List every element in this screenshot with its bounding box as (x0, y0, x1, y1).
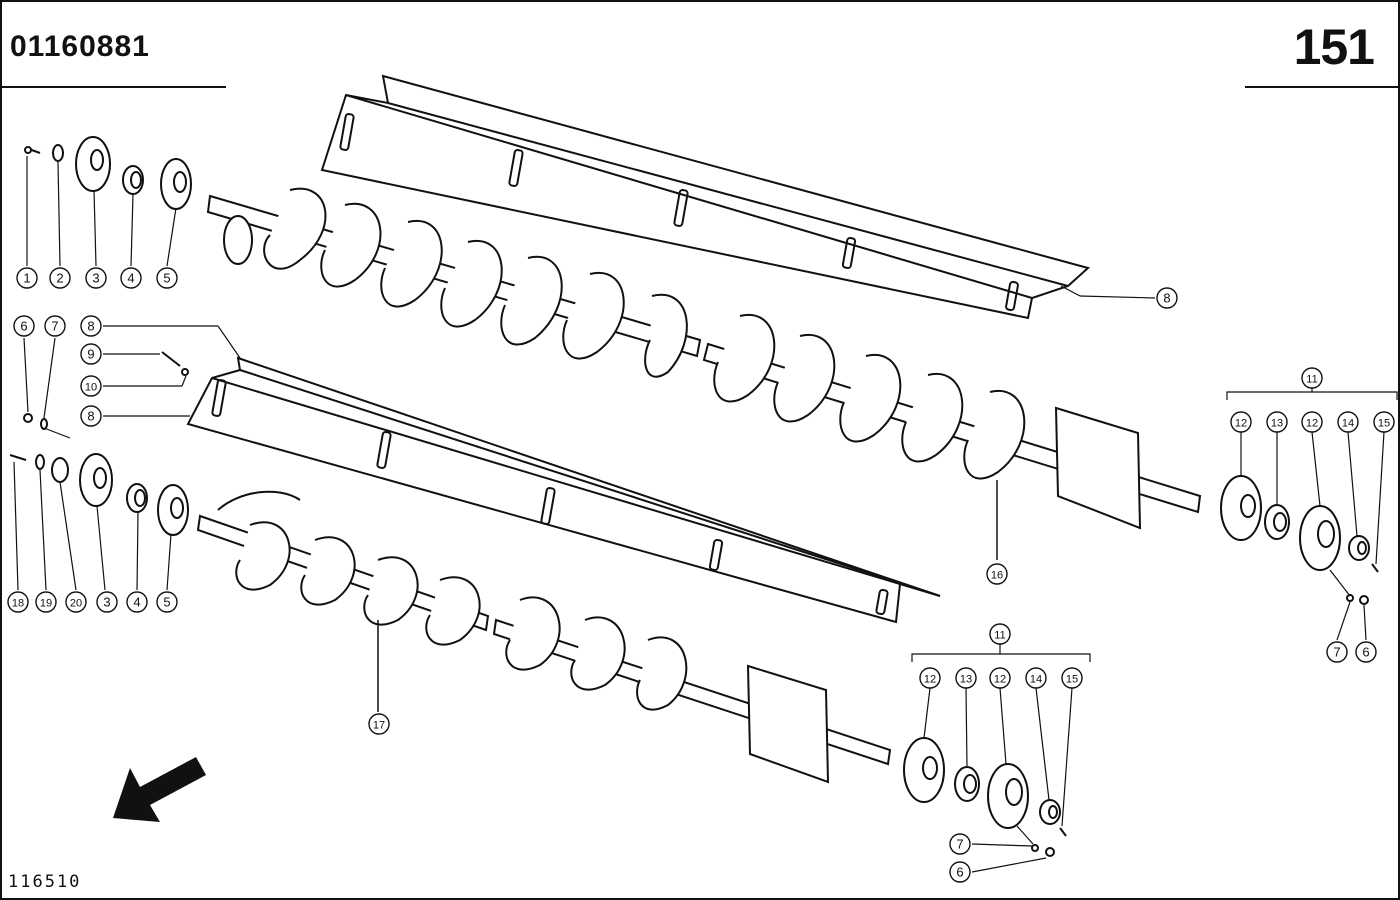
callout-7: 7 (1326, 641, 1348, 663)
callout-13: 13 (1266, 411, 1288, 433)
callout-number: 10 (85, 382, 97, 394)
callout-15: 15 (1373, 411, 1395, 433)
callout-8: 8 (1156, 287, 1178, 309)
top-left-parts (24, 136, 192, 210)
callout-5: 5 (156, 591, 178, 613)
callout-number: 15 (1378, 418, 1390, 430)
callout-17: 17 (368, 713, 390, 735)
callout-number: 5 (163, 271, 170, 286)
callout-number: 8 (1163, 291, 1170, 306)
callout-number: 6 (20, 319, 27, 334)
callout-3: 3 (96, 591, 118, 613)
callout-12: 12 (919, 667, 941, 689)
part-number: 01160881 (10, 30, 150, 63)
callout-13: 13 (955, 667, 977, 689)
callout-7: 7 (44, 315, 66, 337)
drawing-id: 116510 (8, 872, 82, 892)
callout-number: 18 (12, 598, 24, 610)
callout-number: 3 (92, 271, 99, 286)
callout-14: 14 (1337, 411, 1359, 433)
callout-number: 1 (23, 271, 30, 286)
callout-12: 12 (1230, 411, 1252, 433)
callout-number: 12 (1235, 418, 1247, 430)
callout-number: 8 (87, 409, 94, 424)
callout-8: 8 (80, 315, 102, 337)
callout-number: 5 (163, 595, 170, 610)
upper-auger (206, 187, 1202, 560)
callout-number: 13 (1271, 418, 1283, 430)
callout-7: 7 (949, 833, 971, 855)
leader-lines (13, 156, 1398, 873)
callout-number: 11 (994, 630, 1005, 642)
callout-number: 6 (1362, 645, 1369, 660)
callout-20: 20 (65, 591, 87, 613)
callout-12: 12 (989, 667, 1011, 689)
callout-9: 9 (80, 343, 102, 365)
callout-number: 14 (1030, 674, 1042, 686)
callout-number: 16 (991, 570, 1003, 582)
lower-auger (196, 490, 892, 784)
callout-number: 11 (1306, 374, 1317, 386)
callout-5: 5 (156, 267, 178, 289)
mid-left-parts (9, 351, 189, 536)
callout-1: 1 (16, 267, 38, 289)
callout-number: 8 (87, 319, 94, 334)
lower-trough-cover (186, 356, 941, 624)
callout-number: 4 (133, 595, 140, 610)
callout-number: 20 (70, 598, 82, 610)
callout-number: 13 (960, 674, 972, 686)
callout-18: 18 (7, 591, 29, 613)
callout-number: 9 (87, 347, 94, 362)
callout-number: 12 (994, 674, 1006, 686)
bottom-bearing-parts (903, 737, 1067, 857)
callout-number: 7 (956, 837, 963, 852)
arrow-down-left-icon (113, 757, 206, 822)
callout-6: 6 (949, 861, 971, 883)
callout-number: 7 (1333, 645, 1340, 660)
callout-11: 11 (1301, 367, 1323, 389)
callout-11: 11 (989, 623, 1011, 645)
callout-3: 3 (85, 267, 107, 289)
callout-number: 15 (1066, 674, 1078, 686)
callout-number: 4 (127, 271, 134, 286)
callout-4: 4 (126, 591, 148, 613)
callout-6: 6 (1355, 641, 1377, 663)
callout-number: 14 (1342, 418, 1354, 430)
callout-number: 12 (924, 674, 936, 686)
callout-14: 14 (1025, 667, 1047, 689)
callout-number: 7 (51, 319, 58, 334)
callout-number: 17 (373, 720, 385, 732)
callout-15: 15 (1061, 667, 1083, 689)
callout-4: 4 (120, 267, 142, 289)
callout-16: 16 (986, 563, 1008, 585)
right-bearing-parts (1220, 475, 1379, 605)
callout-number: 19 (40, 598, 52, 610)
callout-number: 2 (56, 271, 63, 286)
callout-2: 2 (49, 267, 71, 289)
callout-10: 10 (80, 375, 102, 397)
page-number: 151 (1293, 19, 1375, 75)
callout-number: 12 (1306, 418, 1318, 430)
callout-6: 6 (13, 315, 35, 337)
upper-trough-cover (320, 74, 1091, 320)
callout-8: 8 (80, 405, 102, 427)
callout-19: 19 (35, 591, 57, 613)
callout-12: 12 (1301, 411, 1323, 433)
callout-number: 6 (956, 865, 963, 880)
callout-number: 3 (103, 595, 110, 610)
